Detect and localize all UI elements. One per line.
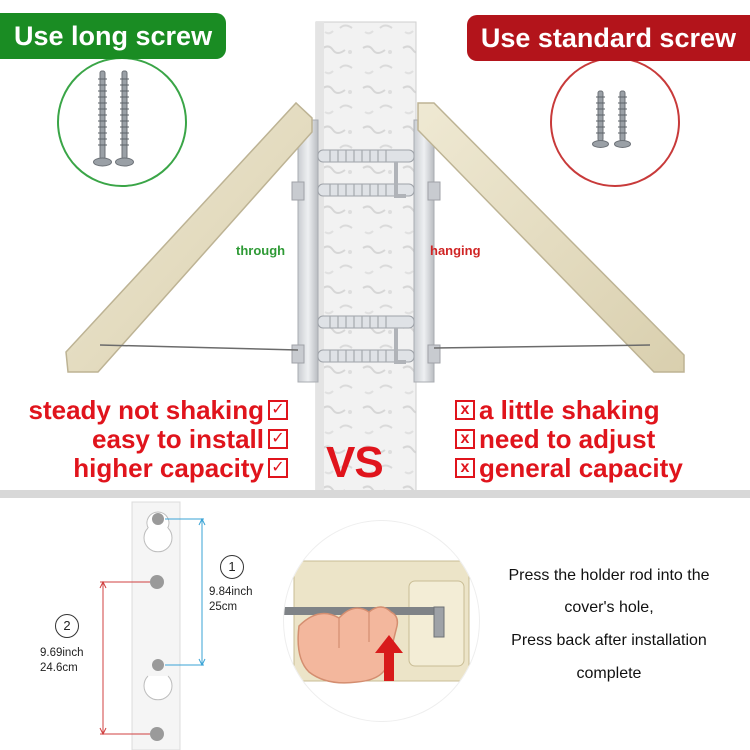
hanging-label: hanging	[430, 243, 481, 258]
instruction-line-2: cover's hole,	[564, 599, 654, 616]
check-icon: ✓	[268, 458, 288, 479]
left-feature-1: steady not shaking✓	[29, 395, 288, 425]
dimension-2-inch: 9.69inch	[40, 647, 84, 659]
mounting-comparison-illustration	[0, 21, 750, 498]
check-icon: ✓	[268, 400, 288, 421]
dimension-1-inch: 9.84inch	[209, 586, 253, 598]
up-arrow-icon	[375, 635, 403, 681]
cross-icon: x	[455, 458, 475, 479]
dimension-1-marker: 1	[220, 555, 244, 579]
instruction-line-1: Press the holder rod into the	[508, 567, 710, 584]
long-screw-badge: Use long screw	[0, 13, 227, 59]
instruction-line-3: Press back after installation	[511, 632, 707, 649]
instruction-line-4: complete	[576, 665, 642, 682]
dimension-2-marker: 2	[55, 614, 79, 638]
check-icon: ✓	[268, 429, 288, 450]
standard-screw-icon	[592, 90, 631, 148]
dimension-2-cm: 24.6cm	[40, 662, 78, 674]
hand-press-illustration	[284, 560, 470, 684]
vs-label: VS	[326, 438, 384, 487]
left-feature-3: higher capacity✓	[73, 453, 288, 483]
cross-icon: x	[455, 400, 475, 421]
through-label: through	[236, 243, 286, 258]
long-screw-icon	[93, 70, 134, 167]
dimension-1-cm: 25cm	[209, 601, 238, 613]
bracket-dimension-diagram	[99, 501, 206, 750]
hand-press-photo-frame	[283, 520, 480, 722]
standard-screw-badge: Use standard screw	[466, 15, 750, 61]
standard-screw-circle	[550, 57, 680, 187]
cross-icon: x	[455, 429, 475, 450]
left-feature-2: easy to install✓	[92, 424, 288, 454]
long-screw-circle	[57, 57, 187, 187]
